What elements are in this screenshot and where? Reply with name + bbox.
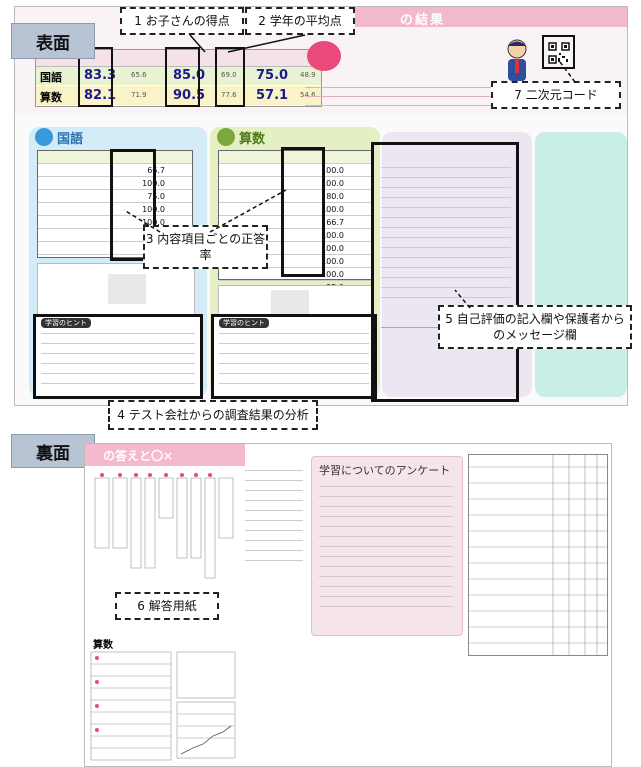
score-row-kokugo: 国語 83.3 65.6 85.0 69.0 75.0 48.9 [36, 67, 321, 85]
sansu-hint-text-lines [219, 333, 369, 393]
answer-sheet-kokugo [89, 470, 239, 585]
front-header-pink-bar [290, 7, 627, 27]
kokugo-title: 国語 [57, 132, 84, 147]
sansu-icon [217, 128, 235, 146]
kokugo-icon [35, 128, 53, 146]
kokugo-table-row: 75.0 [38, 190, 192, 203]
sansu-table-row: 100.0 [219, 229, 371, 242]
kokugo-avg-score-1: 65.6 [131, 71, 147, 79]
sansu-table-row: 100.0 [219, 177, 371, 190]
kokugo-rate-value: 75.0 [147, 191, 165, 201]
kokugo-child-score-3: 75.0 [256, 68, 289, 83]
callout-child-score: 1 お子さんの得点 [120, 7, 244, 35]
kokugo-table-row: 66.7 [38, 164, 192, 177]
selfeval-highlight [371, 142, 519, 402]
qr-code-icon[interactable] [548, 42, 570, 64]
sansu-rate-value: 100.0 [321, 269, 344, 279]
kokugo-avg-score-3: 48.9 [300, 71, 316, 79]
kokugo-avg-score-2: 69.0 [221, 71, 237, 79]
kokugo-hint-box [33, 314, 203, 399]
avg-score-highlight [215, 47, 245, 107]
survey-table [468, 454, 608, 656]
sansu-avg-score-3: 54.6 [300, 91, 316, 99]
selfeval-badge-icon [307, 41, 341, 71]
kokugo-child-score-2: 85.0 [173, 68, 206, 83]
sansu-table-row: 100.0 [219, 242, 371, 255]
character-icon [500, 37, 534, 85]
callout-grade-average: 2 学年の平均点 [245, 7, 355, 35]
sansu-table-row: 100.0 [219, 268, 371, 281]
kokugo-child-score-1: 83.3 [84, 68, 117, 83]
kokugo-rate-value: 66.7 [147, 165, 165, 175]
middle-sheet-area [245, 470, 303, 760]
score-row-sansu: 算数 82.1 71.9 90.5 77.6 57.1 54.6 [36, 86, 321, 105]
front-label: 表面 [11, 23, 95, 59]
front-header-title: の結果 [400, 13, 446, 28]
sansu-table-row: 66.7 [219, 216, 371, 229]
sansu-rate-value: 100.0 [321, 256, 344, 266]
right-teal-panel [535, 132, 627, 397]
answers-title: の答えと〇× [103, 449, 174, 463]
callout-self-eval: 5 自己評価の記入欄や保護者からのメッセージ欄 [438, 305, 632, 349]
selfeval-lines [381, 167, 511, 307]
sansu-child-score-1: 82.1 [84, 88, 117, 103]
score-row-sansu-label: 算数 [40, 91, 62, 104]
kokugo-rate-highlight [110, 149, 156, 261]
sansu-rate-value: 100.0 [321, 204, 344, 214]
score-table: 国語 83.3 65.6 85.0 69.0 75.0 48.9 算数 82.1… [35, 49, 322, 107]
kokugo-graph [37, 263, 195, 315]
sansu-rate-value: 100.0 [321, 178, 344, 188]
kokugo-hint-text-lines [41, 333, 195, 393]
qr-highlight [542, 35, 575, 69]
sansu-child-score-3: 57.1 [256, 88, 289, 103]
sansu-hint-box [211, 314, 377, 399]
self-eval-lines [305, 83, 495, 106]
sansu-sheet-title: 算数 [93, 640, 113, 651]
sansu-avg-score-1: 71.9 [131, 91, 147, 99]
front-sheet: の結果 国語 83.3 65.6 85.0 69.0 75.0 48.9 算数 … [14, 6, 628, 406]
sansu-rate-highlight [281, 147, 325, 277]
callout-analysis: 4 テスト会社からの調査結果の分析 [108, 400, 318, 430]
survey-title: 学習についてのアンケート [319, 464, 451, 477]
score-row-kokugo-label: 国語 [40, 71, 62, 84]
score-table-header [36, 50, 321, 67]
selfeval-panel [382, 132, 532, 397]
sansu-table-row: 80.0 [219, 190, 371, 203]
back-label: 裏面 [11, 434, 95, 468]
kokugo-hint-title: 学習のヒント [41, 318, 91, 328]
callout-content-rate: 3 内容項目ごとの正答率 [143, 225, 268, 269]
sansu-table-header [219, 151, 371, 164]
sansu-rate-value: 100.0 [321, 230, 344, 240]
answer-sheet-sansu [89, 650, 239, 762]
sansu-rate-value: 100.0 [321, 243, 344, 253]
sansu-table-row: 100.0 [219, 203, 371, 216]
survey-text-lines [319, 486, 453, 616]
sansu-avg-score-2: 77.6 [221, 91, 237, 99]
sansu-rate-value: 66.7 [326, 217, 344, 227]
sansu-rate-value: 80.0 [326, 191, 344, 201]
callout-qr-code: 7 二次元コード [491, 81, 621, 109]
sansu-table-row: 100.0 [219, 164, 371, 177]
sansu-child-score-2: 90.5 [173, 88, 206, 103]
sansu-title: 算数 [239, 132, 266, 147]
sansu-hint-title: 学習のヒント [219, 318, 269, 328]
sansu-table-row: 100.0 [219, 255, 371, 268]
child-score-highlight-2 [165, 47, 200, 107]
child-score-highlight [78, 47, 113, 107]
back-header-bar [85, 444, 245, 466]
sansu-rate-value: 100.0 [321, 165, 344, 175]
callout-answer-sheet: 6 解答用紙 [115, 592, 219, 620]
